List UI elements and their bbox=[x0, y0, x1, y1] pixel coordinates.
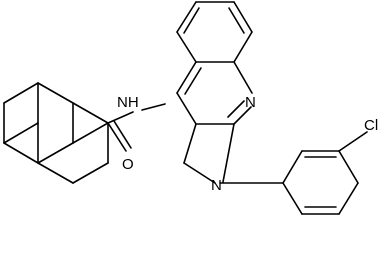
pyrroline-ring bbox=[183, 123, 235, 184]
atom-label-pyrroline-n: N bbox=[211, 177, 222, 194]
atom-label-chlorine: Cl bbox=[364, 117, 378, 134]
atom-label-pyridine-n: N bbox=[245, 94, 256, 111]
benzo-ring bbox=[176, 1, 253, 63]
adamantane-group bbox=[3, 82, 109, 184]
atom-label-nh: NH bbox=[117, 94, 139, 111]
amide-group bbox=[107, 103, 166, 152]
pyridine-ring bbox=[176, 61, 253, 125]
chlorophenyl-ring bbox=[219, 131, 368, 215]
atom-label-oxygen: O bbox=[122, 156, 134, 173]
